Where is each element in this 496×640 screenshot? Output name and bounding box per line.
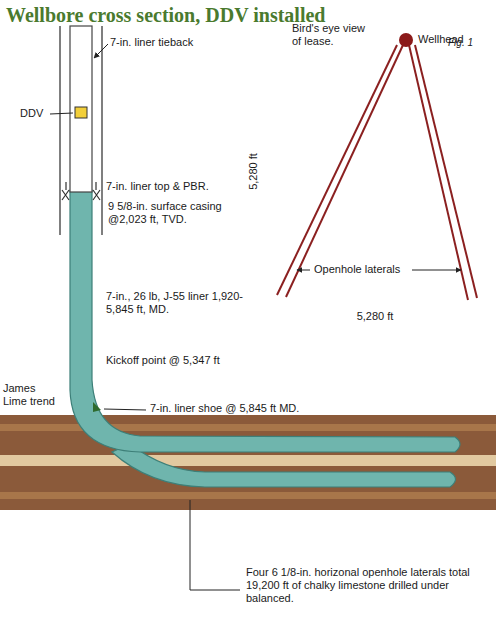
part-label: 7-in. liner tieback — [110, 36, 250, 49]
bracket-line — [190, 500, 240, 590]
formation-label: James Lime trend — [3, 382, 59, 408]
liner — [70, 190, 460, 487]
liner-shoe — [93, 402, 101, 412]
formation-band — [0, 415, 496, 510]
leader-line — [50, 113, 73, 114]
part-label: 7-in. liner shoe @ 5,845 ft MD. — [150, 402, 390, 415]
part-label: Kickoff point @ 5,347 ft — [106, 354, 266, 367]
note-text: Four 6 1/8-in. horizonal openhole latera… — [246, 566, 486, 605]
lease-inset — [277, 33, 477, 300]
leader-line — [104, 409, 146, 410]
liner-tieback — [70, 26, 92, 192]
part-label: 9 5/8-in. surface casing @2,023 ft, TVD. — [108, 200, 248, 226]
inset-label: Wellhead — [418, 33, 488, 46]
inset-label: Openhole laterals — [314, 263, 410, 276]
dimension-label: 5,280 ft — [247, 137, 260, 207]
dimension-label: 5,280 ft — [340, 310, 410, 323]
ddv-valve — [75, 107, 87, 118]
figure-title: Wellbore cross section, DDV installed — [6, 4, 325, 27]
part-label: DDV — [20, 107, 50, 120]
inset-label: Bird's eye view of lease. — [292, 22, 374, 48]
packer — [62, 182, 100, 200]
part-label: 7-in. liner top & PBR. — [106, 180, 256, 193]
part-label: 7-in., 26 lb, J-55 liner 1,920-5,845 ft,… — [106, 290, 256, 316]
leader-line — [94, 44, 108, 58]
